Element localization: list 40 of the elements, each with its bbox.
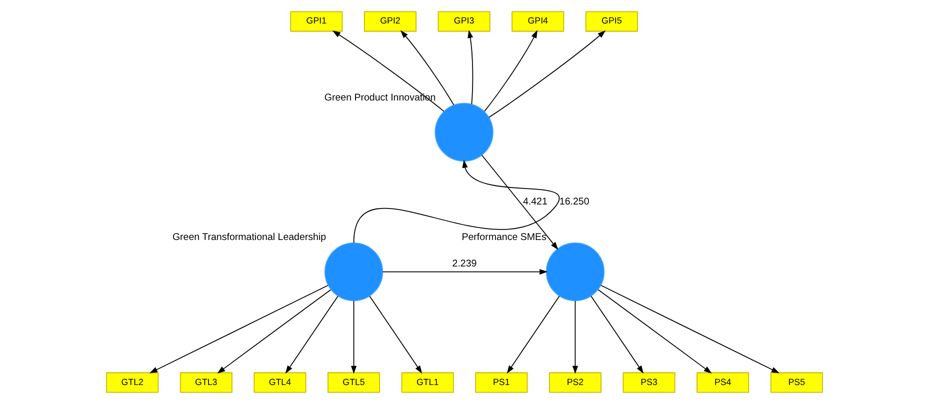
node-label: Performance SMEs <box>461 232 546 244</box>
arrow <box>332 30 444 112</box>
arrow <box>382 269 548 275</box>
node-box: GTL2 <box>106 372 158 393</box>
node-box: PS3 <box>622 372 675 393</box>
node-box: GTL4 <box>253 372 306 393</box>
arrow <box>600 284 780 374</box>
node-box: PS5 <box>770 372 822 393</box>
edge-label: 4.421 <box>522 196 547 208</box>
arrow <box>148 284 328 374</box>
arrow <box>488 30 606 118</box>
node-box: GPI2 <box>364 11 416 32</box>
node-box: GPI3 <box>437 11 490 32</box>
arrow <box>284 296 338 374</box>
node-box: GPI1 <box>290 11 342 32</box>
arrow <box>590 296 644 374</box>
node-circle <box>434 102 493 162</box>
arrow <box>350 300 356 374</box>
node-box: PS2 <box>548 372 601 393</box>
node-box: GTL5 <box>327 372 380 393</box>
node-box: GPI5 <box>584 11 638 32</box>
arrow <box>400 30 454 106</box>
node-box: GPI4 <box>511 11 564 32</box>
node-box: GTL1 <box>400 372 454 393</box>
arrow <box>480 154 558 250</box>
edge-label: 2.239 <box>452 258 476 270</box>
node-circle <box>324 242 383 302</box>
node-box: PS1 <box>474 372 528 393</box>
node-box: PS4 <box>696 372 749 393</box>
arrow <box>506 296 560 374</box>
arrow <box>572 300 578 374</box>
node-label: Green Transformational Leadership <box>172 232 326 244</box>
arrow <box>216 289 331 374</box>
arrow <box>467 30 473 105</box>
arrow <box>484 30 537 112</box>
arrow <box>352 160 559 244</box>
arrow <box>368 296 422 374</box>
node-box: GTL3 <box>179 372 232 393</box>
arrow <box>597 289 712 374</box>
edge-label: 16.250 <box>558 196 589 208</box>
